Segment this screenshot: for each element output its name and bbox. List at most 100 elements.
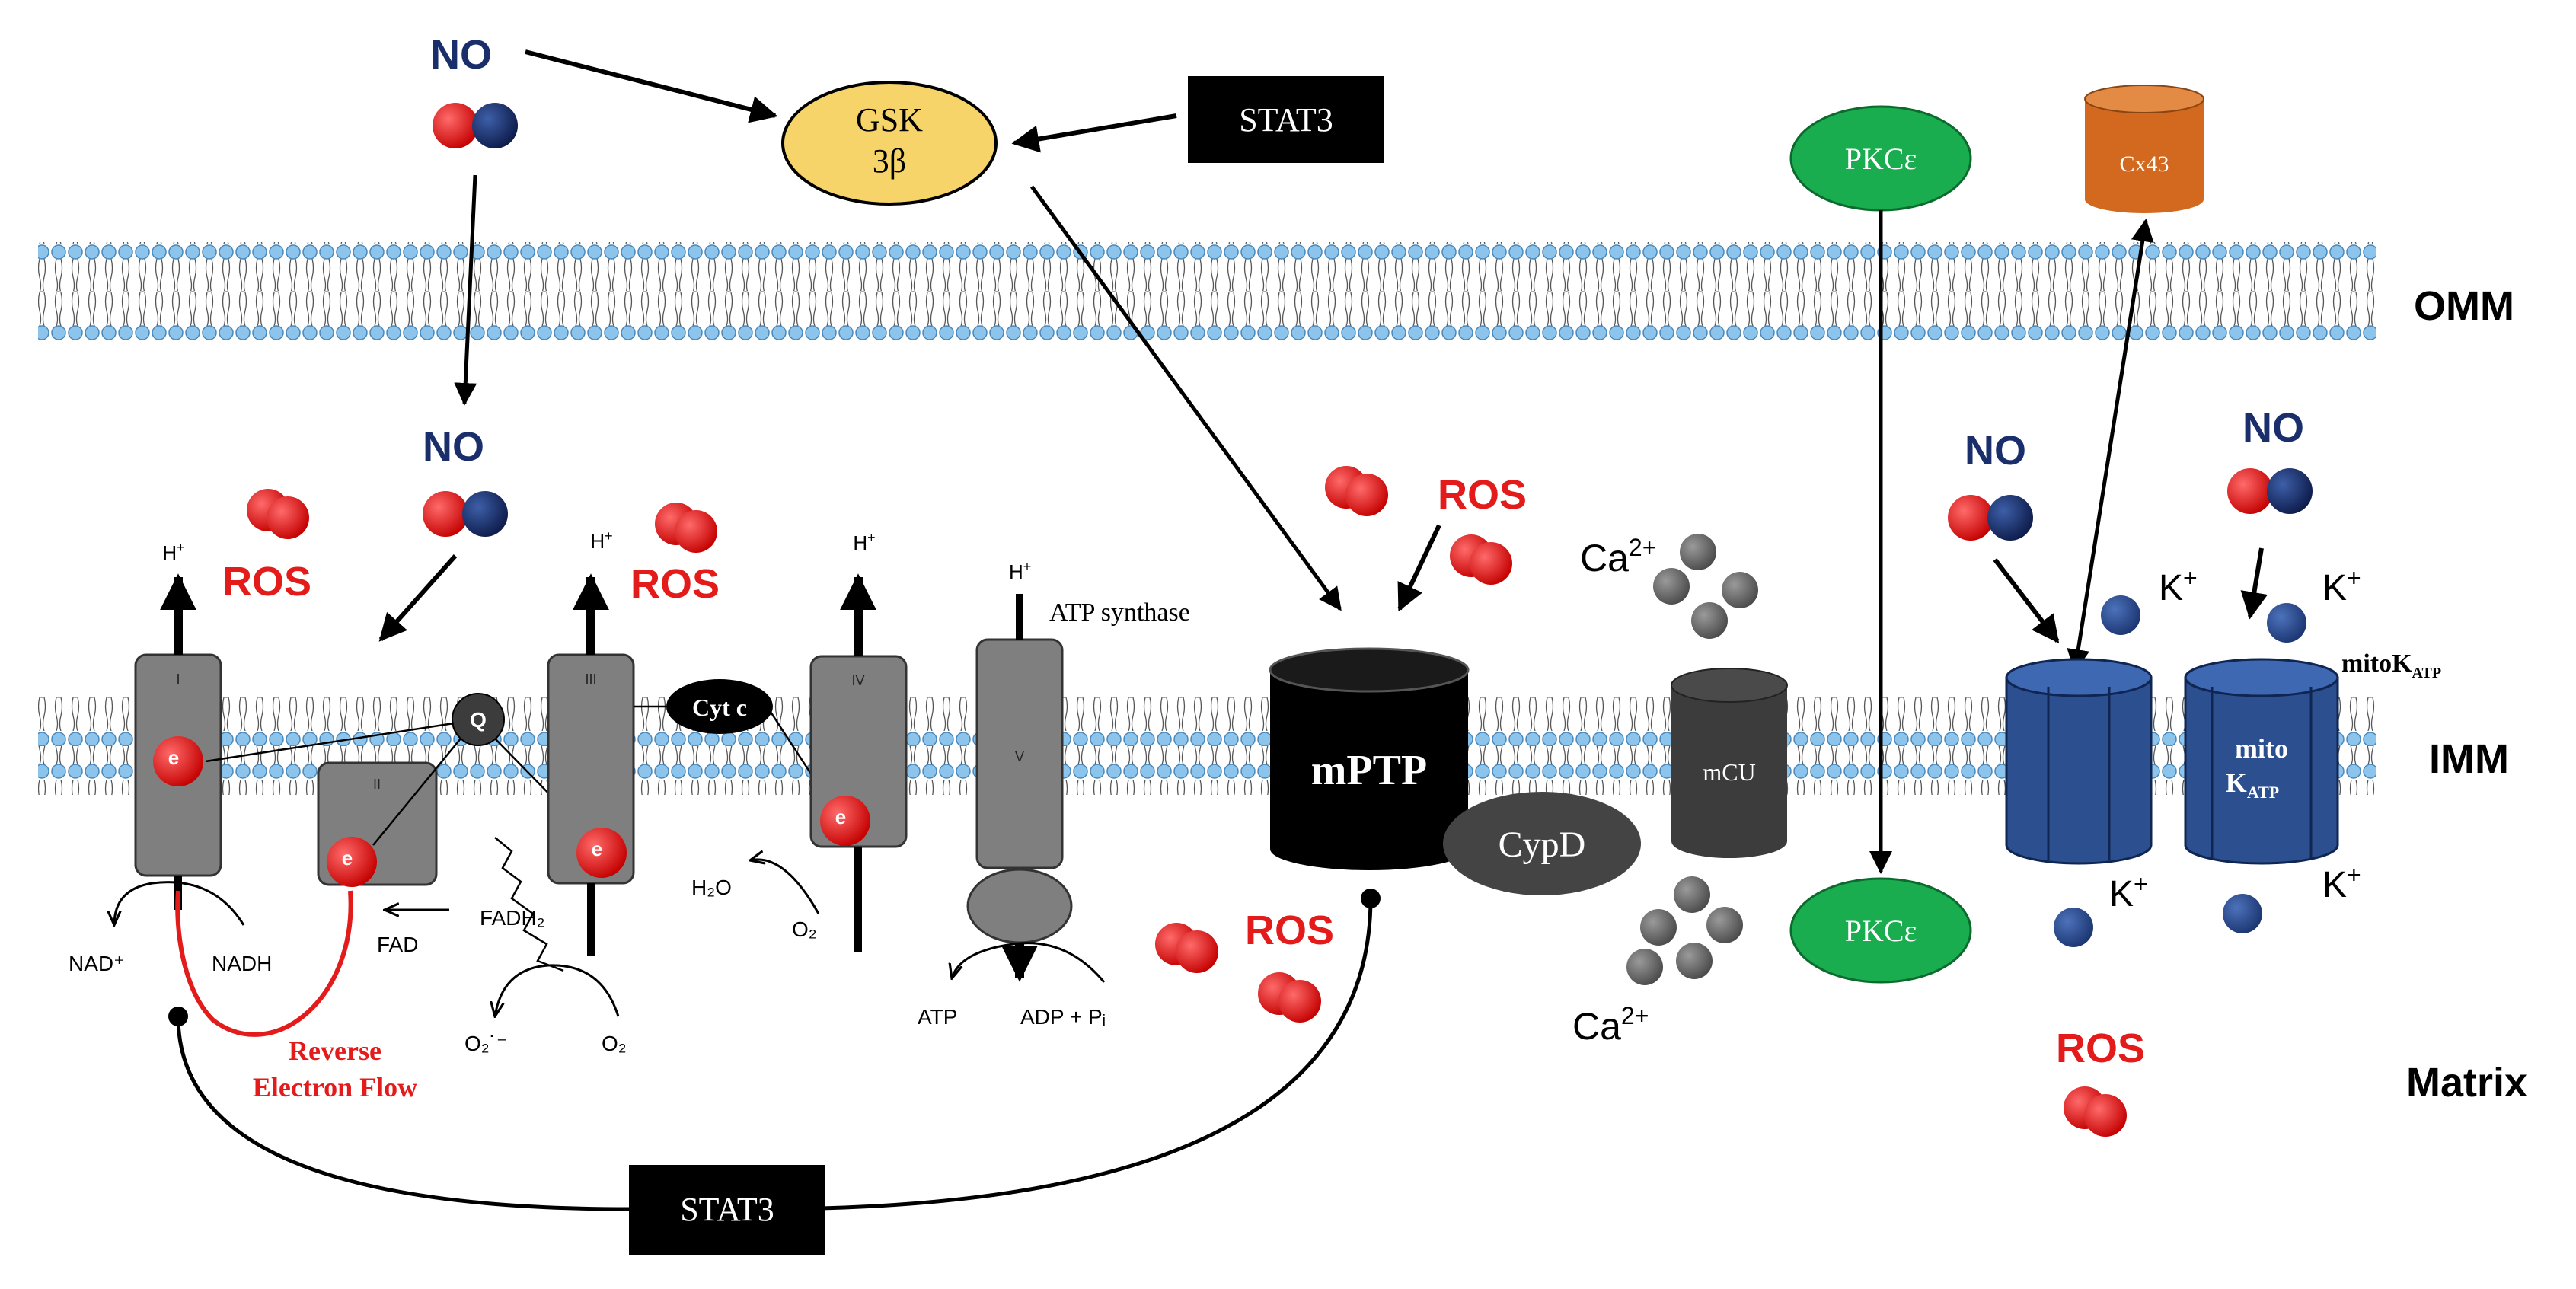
pkc-epsilon-top: PKCε <box>1789 105 1972 212</box>
electron-path-ii-to-q <box>372 738 461 846</box>
mitokatp-channel-2: mito KATP <box>2184 658 2339 865</box>
fad-label: FAD <box>377 933 418 956</box>
k-label-bottom-right: K+ <box>2322 861 2361 905</box>
k-label-top-right: K+ <box>2322 564 2361 608</box>
o2-label-iii: O₂ <box>602 1032 627 1055</box>
arrow-no-down <box>454 174 477 406</box>
atp-label: ATP <box>918 1005 957 1029</box>
k-label-top-left: K+ <box>2159 564 2198 608</box>
atp-synthase-label: ATP synthase <box>1049 598 1190 627</box>
ros-label-center: ROS <box>630 561 720 607</box>
electron-complex-iii-icon <box>576 828 627 878</box>
no-label-left: NO <box>423 424 484 470</box>
o2-label-iv: O₂ <box>792 917 817 941</box>
calcium-ions-top-icon <box>1653 534 1758 639</box>
pkc-top-label: PKCε <box>1845 142 1917 176</box>
complex-ii-label: II <box>373 777 381 792</box>
cyt-c-label: Cyt c <box>692 694 747 721</box>
arrow-gsk-to-mptp <box>1029 185 1342 611</box>
h-plus-iii: H+ <box>590 528 612 553</box>
superoxide-zigzag <box>494 837 564 972</box>
ca-label-bottom: Ca2+ <box>1572 1002 1649 1048</box>
superoxide-label: O₂˙⁻ <box>464 1032 508 1055</box>
nad-label: NAD⁺ <box>69 952 125 975</box>
pkc-bottom-label: PKCε <box>1845 914 1917 948</box>
k-ion-top-left-icon <box>2101 595 2140 635</box>
nadh-label: NADH <box>212 952 272 975</box>
nadh-to-nad-arrow <box>114 881 245 925</box>
mitokatp-channel-1 <box>2005 658 2153 865</box>
complex-iii: III e <box>547 653 635 885</box>
gsk3b-node: GSK 3β <box>781 81 998 206</box>
cypd-label: CypD <box>1499 825 1586 865</box>
inhibition-end-mptp-icon <box>1361 889 1381 908</box>
gsk3b-label-line1: GSK <box>856 101 923 139</box>
reverse-electron-flow-line1: Reverse <box>289 1035 381 1066</box>
electron-complex-i-icon <box>153 736 203 786</box>
complex-i-label: I <box>176 672 180 687</box>
reverse-electron-flow-line2: Electron Flow <box>253 1072 417 1102</box>
k-ion-top-right-icon <box>2267 603 2306 643</box>
electron-path-i-to-q <box>205 722 455 763</box>
mcu-channel: mCU <box>1671 668 1788 858</box>
k-ion-bottom-left-icon <box>2054 908 2093 947</box>
arrow-ros-to-mptp <box>1397 524 1441 612</box>
matrix-label: Matrix <box>2406 1060 2527 1106</box>
h-plus-iv: H+ <box>853 530 875 554</box>
complex-ii: II e <box>317 761 438 887</box>
calcium-ions-bottom-icon <box>1626 876 1743 985</box>
arrow-no-to-mitokatp1 <box>1993 558 2060 643</box>
stat3-inhibition-path-left <box>176 1016 630 1211</box>
no-molecule-right2-icon <box>2227 468 2313 514</box>
omm-label: OMM <box>2414 283 2514 329</box>
k-ion-bottom-right-icon <box>2223 894 2262 933</box>
ros-molecule-matrix-icon <box>2064 1086 2127 1137</box>
complex-v-label: V <box>1015 749 1024 764</box>
ca-label-top: Ca2+ <box>1580 534 1656 579</box>
electron-complex-ii-icon <box>327 837 377 887</box>
mptp-label: mPTP <box>1311 747 1427 794</box>
ros-molecule-mptp-bottom-icon <box>1155 923 1218 973</box>
mcu-label: mCU <box>1703 758 1755 786</box>
inner-mitochondrial-membrane <box>38 697 2376 795</box>
ros-molecule-mptp-bottom2-icon <box>1258 972 1321 1023</box>
inhibition-end-complex-i-icon <box>168 1007 188 1026</box>
stat3-inhibition-path <box>629 898 1373 1211</box>
no-molecule-left-icon <box>423 491 508 537</box>
arrow-no-to-gsk <box>525 49 778 123</box>
ros-molecule-mptp-top2-icon <box>1450 534 1512 585</box>
ros-label-matrix: ROS <box>2056 1026 2145 1071</box>
reverse-electron-flow-path <box>175 890 353 1037</box>
no-label-right1: NO <box>1965 428 2026 474</box>
o2-to-h2o-arrow <box>750 860 820 914</box>
gsk3b-label-line2: 3β <box>873 142 906 180</box>
imm-label: IMM <box>2429 736 2509 782</box>
stat3-top-node: STAT3 <box>1188 76 1384 163</box>
atp-synthesis-curve <box>952 942 1106 983</box>
mitokatp-channel-label-line2: KATP <box>2226 767 2279 802</box>
ros-molecule-center-icon <box>655 503 717 553</box>
pkc-epsilon-bottom: PKCε <box>1789 877 1972 984</box>
cypd-node: CypD <box>1443 792 1641 895</box>
q-label: Q <box>470 708 487 732</box>
ros-label-left: ROS <box>222 559 311 605</box>
electron-complex-iv-icon <box>820 796 870 846</box>
ros-molecule-left-icon <box>247 489 309 539</box>
mptp-channel: mPTP <box>1269 647 1470 870</box>
stat3-top-label: STAT3 <box>1239 101 1333 139</box>
h-plus-v: H+ <box>1009 559 1031 583</box>
ubiquinone-q: Q <box>452 693 505 746</box>
atp-synthase: V <box>966 638 1073 944</box>
arrow-stat3-to-gsk <box>1011 113 1177 153</box>
o2-to-superoxide-arrow <box>495 964 620 1016</box>
cx43-label: Cx43 <box>2119 152 2169 177</box>
no-molecule-right1-icon <box>1948 495 2033 541</box>
k-label-bottom-left: K+ <box>2109 870 2148 914</box>
outer-mitochondrial-membrane <box>38 242 2376 340</box>
fadh2-label: FADH₂ <box>480 906 545 930</box>
arrow-mitokatp-cx43 <box>2067 219 2154 672</box>
ros-label-mptp-top: ROS <box>1438 472 1527 518</box>
no-label-top: NO <box>430 32 492 78</box>
electron-label: e <box>168 746 179 769</box>
